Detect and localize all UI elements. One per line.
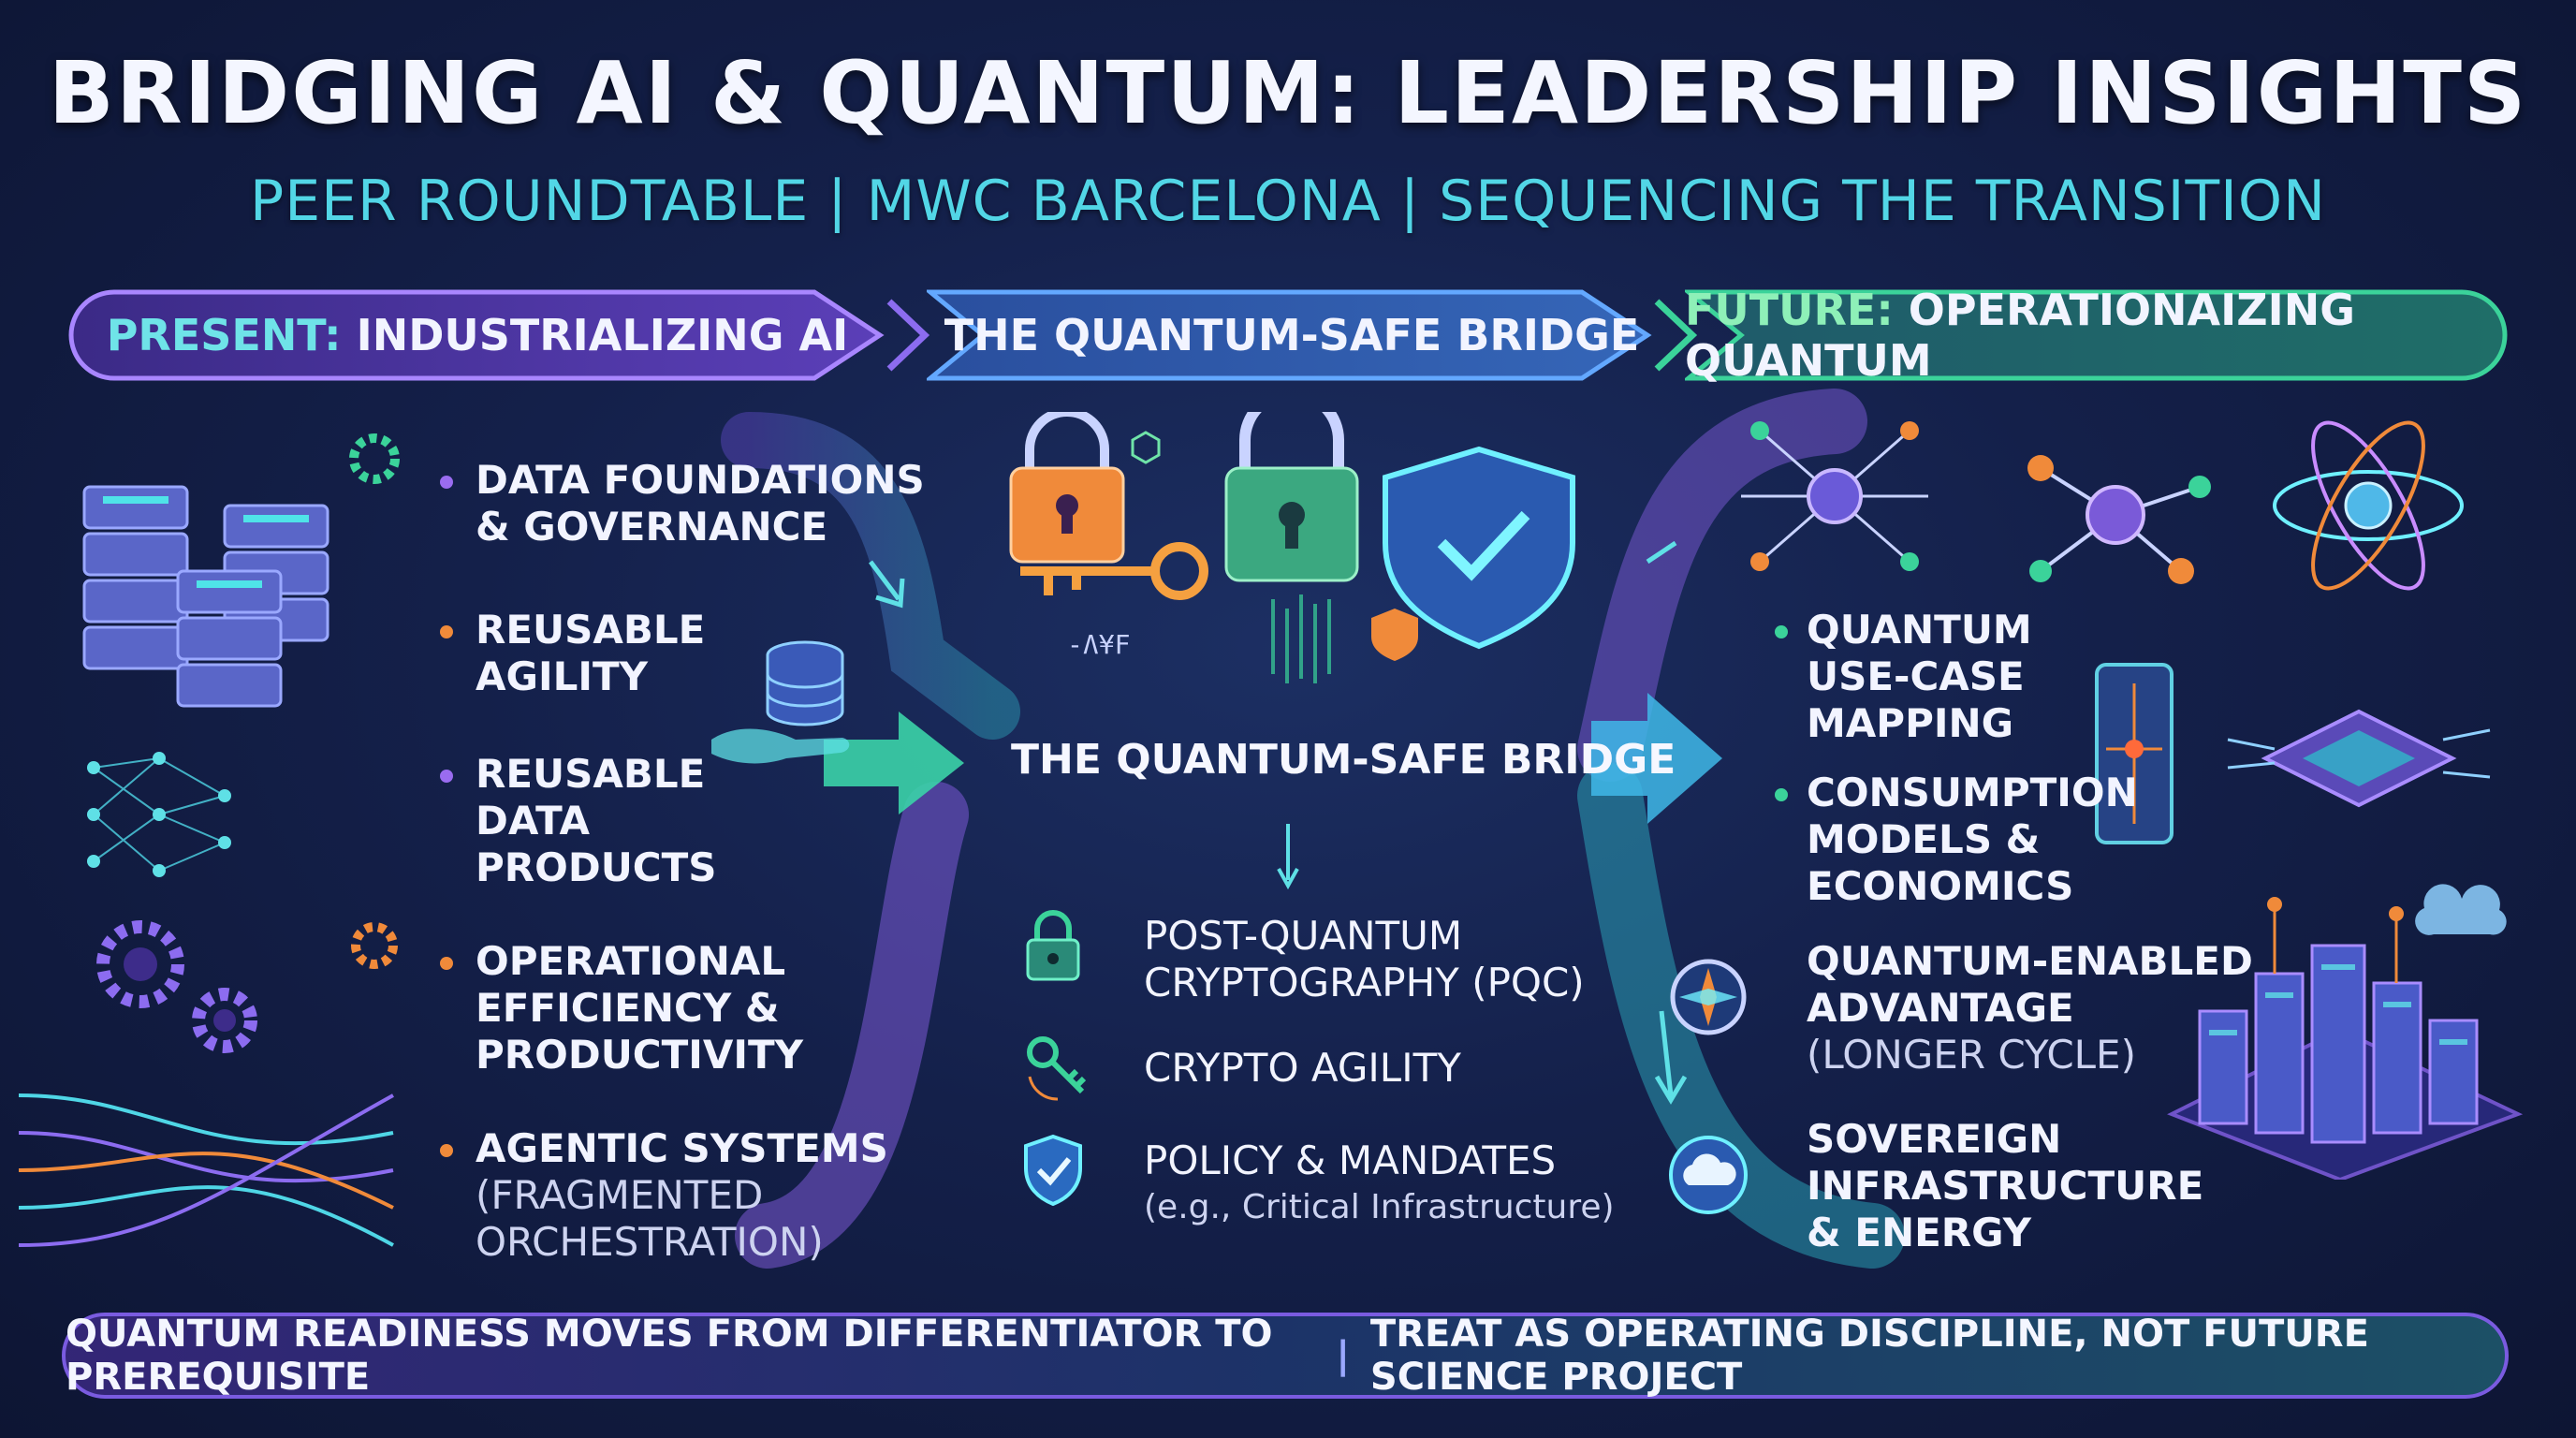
footer-right-text: TREAT AS OPERATING DISCIPLINE, NOT FUTUR…	[1369, 1313, 2369, 1399]
bridge-item-crypto-agility: CRYPTO AGILITY	[1144, 1045, 1461, 1091]
footer-left-text: QUANTUM READINESS MOVES FROM DIFFERENTIA…	[66, 1313, 1273, 1399]
database-hand-icon	[711, 640, 850, 764]
page-subtitle: PEER ROUNDTABLE | MWC BARCELONA | SEQUEN…	[250, 169, 2326, 234]
smart-city-icon	[2167, 884, 2524, 1180]
future-item-quantum-advantage-title: QUANTUM-ENABLED ADVANTAGE	[1807, 938, 2253, 1031]
bridge-item-policy-title: POLICY & MANDATES	[1144, 1137, 1557, 1183]
shield-check-icon	[1024, 1134, 1082, 1207]
present-item-operational-efficiency: OPERATIONAL EFFICIENCY & PRODUCTIVITY	[476, 938, 804, 1078]
phase-label-future: OPERATIONAIZING QUANTUM	[1685, 285, 2355, 386]
present-item-agentic-sub: (FRAGMENTED ORCHESTRATION)	[476, 1172, 824, 1265]
present-item-data-foundations: DATA FOUNDATIONS & GOVERNANCE	[476, 457, 925, 550]
key-icon	[1027, 1036, 1087, 1101]
future-item-sovereign-infrastructure: SOVEREIGN INFRASTRUCTURE & ENERGY	[1807, 1116, 2204, 1255]
future-item-quantum-advantage: QUANTUM-ENABLED ADVANTAGE (LONGER CYCLE)	[1807, 938, 2253, 1078]
bridge-item-policy: POLICY & MANDATES (e.g., Critical Infras…	[1144, 1137, 1615, 1231]
server-stack-icon	[82, 485, 329, 708]
phase-banner-future: FUTURE: OPERATIONAIZING QUANTUM	[1685, 285, 2509, 386]
future-bullet	[1775, 625, 1788, 638]
present-item-agentic-title: AGENTIC SYSTEMS	[476, 1125, 888, 1171]
footer-separator: |	[1336, 1334, 1350, 1377]
gear-icon	[351, 922, 398, 969]
bridge-item-policy-sub: (e.g., Critical Infrastructure)	[1144, 1188, 1615, 1226]
phase-keyword-future: FUTURE:	[1685, 285, 1894, 335]
future-item-quantum-advantage-sub: (LONGER CYCLE)	[1807, 1032, 2136, 1078]
security-icons-cluster	[1009, 412, 1575, 683]
banner-shape-future	[1685, 289, 2508, 381]
footer-banner: QUANTUM READINESS MOVES FROM DIFFERENTIA…	[62, 1313, 2509, 1399]
present-item-reusable-agility: REUSABLE AGILITY	[476, 607, 706, 699]
present-bullet	[440, 1144, 453, 1157]
phase-label-bridge: THE QUANTUM-SAFE BRIDGE	[944, 310, 1640, 360]
phase-keyword-present: PRESENT:	[106, 310, 342, 360]
compass-icon	[1670, 959, 1747, 1035]
cloud-icon	[1669, 1136, 1748, 1214]
bridge-item-pqc: POST-QUANTUM CRYPTOGRAPHY (PQC)	[1144, 913, 1585, 1005]
gear-icon	[349, 433, 400, 484]
future-item-consumption-models: CONSUMPTION MODELS & ECONOMICS	[1807, 770, 2138, 909]
chevron-divider-icon	[880, 296, 936, 378]
present-bullet	[440, 957, 453, 970]
data-flow-lines	[19, 1093, 394, 1247]
future-bullet	[1775, 788, 1788, 801]
future-item-use-case-mapping: QUANTUM USE-CASE MAPPING	[1807, 607, 2032, 746]
chevron-divider-icon	[1647, 296, 1704, 378]
phase-banner-bridge: THE QUANTUM-SAFE BRIDGE	[927, 286, 1657, 384]
banner-shape-present	[68, 289, 885, 381]
padlock-icon	[1026, 910, 1080, 981]
page-title: BRIDGING AI & QUANTUM: LEADERSHIP INSIGH…	[48, 43, 2528, 143]
banner-shape-bridge	[927, 289, 1652, 381]
bridge-label: THE QUANTUM-SAFE BRIDGE	[1011, 736, 1676, 784]
phase-banner-present: PRESENT: INDUSTRIALIZING AI	[66, 286, 889, 384]
neural-network-icon	[87, 752, 231, 877]
crypto-glyph-text: -Ʌ¥F	[1067, 629, 1131, 660]
present-bullet	[440, 476, 453, 489]
present-item-agentic-systems: AGENTIC SYSTEMS (FRAGMENTED ORCHESTRATIO…	[476, 1125, 888, 1266]
quantum-network-icons	[1741, 420, 2464, 591]
gears-icon	[96, 920, 257, 1053]
quantum-chip-icon	[2095, 663, 2491, 844]
present-bullet	[440, 625, 453, 638]
present-item-reusable-data-products: REUSABLE DATA PRODUCTS	[476, 751, 717, 890]
phase-label-present: INDUSTRIALIZING AI	[341, 310, 849, 360]
present-bullet	[440, 770, 453, 783]
